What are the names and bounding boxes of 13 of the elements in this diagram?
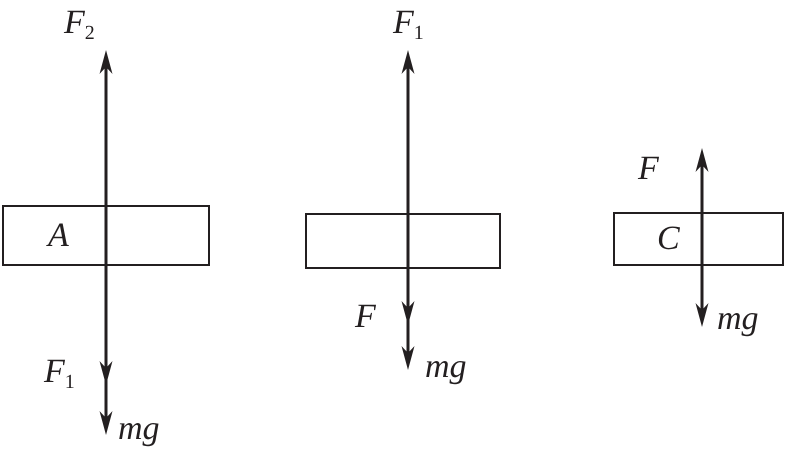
box	[305, 213, 501, 269]
block-box	[613, 212, 784, 266]
block-box	[2, 205, 210, 266]
force-label: mg	[717, 302, 759, 336]
block-label: C	[657, 222, 680, 256]
block-label: A	[48, 218, 69, 252]
force-label: F$_{1}$	[44, 355, 75, 392]
force-label: mg	[425, 350, 467, 384]
force-label: mg	[118, 412, 160, 446]
force-label: F	[355, 300, 376, 334]
force-label: F$_{1}$	[393, 6, 424, 43]
force-label: F$_{2}$	[64, 6, 95, 43]
force-label: F	[638, 152, 659, 186]
